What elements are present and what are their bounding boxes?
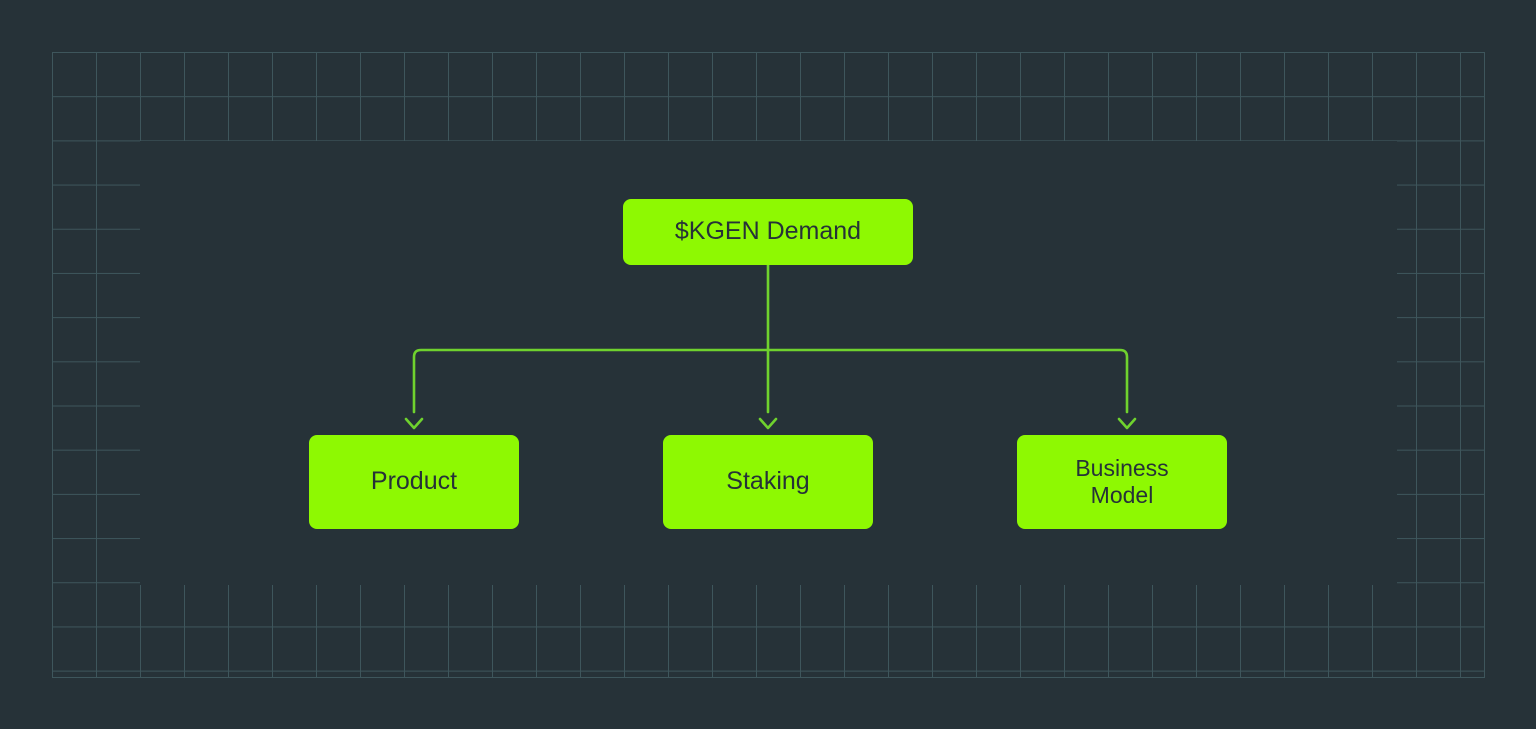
edge-bus-left <box>412 348 770 414</box>
arrowhead-product <box>404 417 424 430</box>
arrowhead-business-model <box>1117 417 1137 430</box>
arrowhead-staking <box>758 417 778 430</box>
node-product[interactable]: Product <box>309 435 519 529</box>
node-staking[interactable]: Staking <box>663 435 873 529</box>
node-kgen-demand[interactable]: $KGEN Demand <box>623 199 913 265</box>
background-grid <box>52 52 1485 678</box>
node-business-model[interactable]: Business Model <box>1017 435 1227 529</box>
edge-bus-right <box>766 348 1129 414</box>
